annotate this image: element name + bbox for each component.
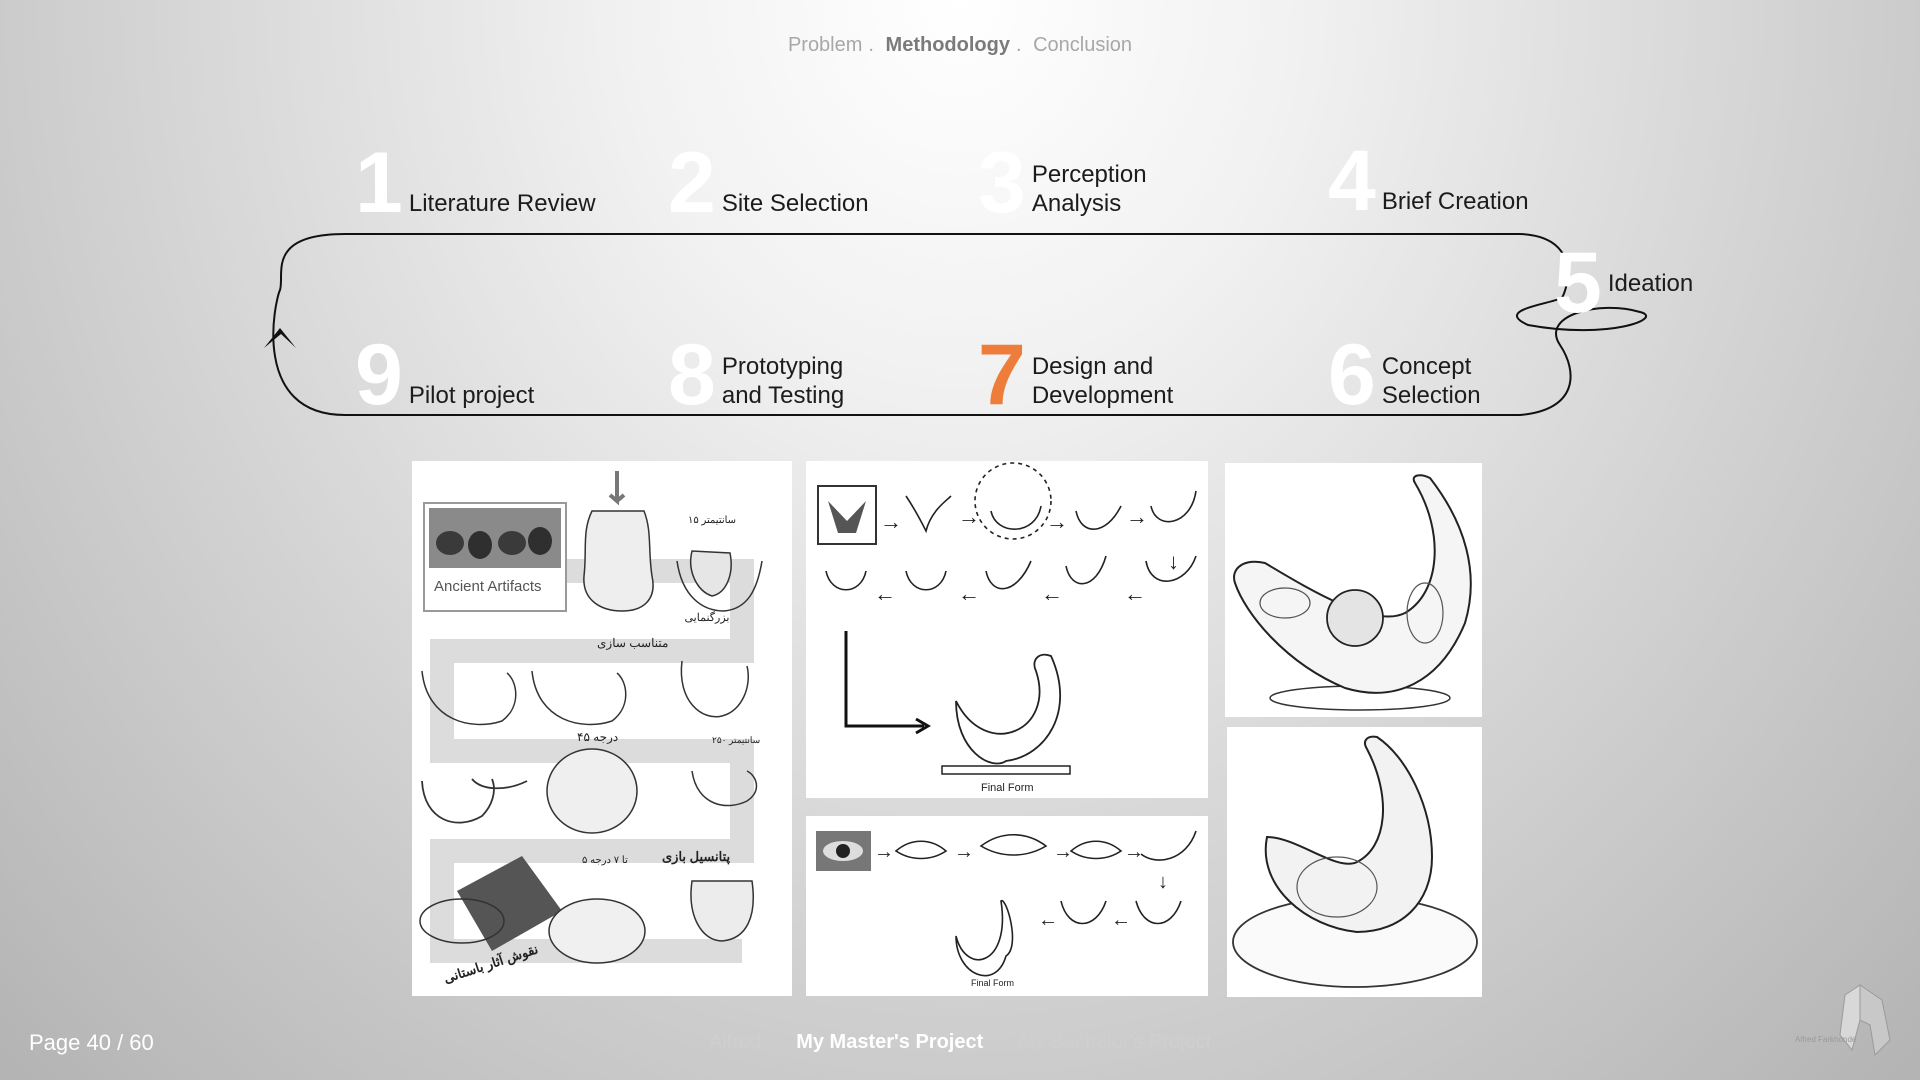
step-5: 5 Ideation <box>1554 235 1694 331</box>
bowl-sketch <box>546 748 638 834</box>
step-9: 9 Pilot project <box>355 327 535 423</box>
step-3: 3 Perception Analysis <box>978 135 1147 231</box>
fa-label-7: ۵ تا ۷ درجه <box>582 855 628 866</box>
evolution-row-bottom <box>825 555 1197 591</box>
step-number: 4 <box>1328 133 1376 229</box>
fa-label-6: پتانسیل بازی <box>662 849 731 865</box>
svg-text:→: → <box>958 504 980 529</box>
cycle-arrowhead-icon <box>264 328 296 348</box>
nav-problem[interactable]: Problem <box>787 34 863 56</box>
svg-text:→: → <box>874 841 894 863</box>
svg-text:→: → <box>1126 504 1148 529</box>
svg-text:→: → <box>1124 841 1144 863</box>
svg-text:→: → <box>1046 509 1068 534</box>
svg-text:←: ← <box>1038 909 1058 931</box>
nav-alfred[interactable]: Alfred <box>708 1031 762 1053</box>
step-number: 6 <box>1328 327 1376 423</box>
fa-label-4: ۲۵۰ سانتیمتر <box>712 735 760 746</box>
step-number: 5 <box>1554 235 1602 331</box>
svg-text:↓: ↓ <box>1168 549 1179 574</box>
step-label: Design and Development <box>1031 353 1174 409</box>
brand-logo[interactable]: Alfred Farkhonde <box>1790 980 1900 1060</box>
nav-separator: . <box>773 1031 779 1053</box>
top-navigation: Problem. Methodology. Conclusion <box>0 34 1920 57</box>
step-number: 9 <box>355 327 403 423</box>
vase-sketch <box>583 510 654 612</box>
bottom-navigation: Alfred. My Master's Project. My Bachelor… <box>0 1031 1920 1054</box>
eagle-emblem <box>817 485 877 545</box>
fa-label-3: متناسب سازی <box>597 636 668 650</box>
eye-evolution-row-top <box>894 830 1197 861</box>
step-label: Prototyping and Testing <box>721 353 845 409</box>
svg-text:→: → <box>880 509 902 534</box>
step-label: Pilot project <box>408 382 535 409</box>
svg-text:←: ← <box>874 581 896 606</box>
step-label: Perception Analysis <box>1031 161 1147 217</box>
step-label: Site Selection <box>721 190 869 217</box>
ornament-photo <box>457 856 562 951</box>
process-sketch: Ancient Artifacts ۱۵ سانتیمتر بزرگنمایی … <box>419 471 763 987</box>
step-label: Brief Creation <box>1381 188 1529 215</box>
eye-evolution-panel[interactable]: → → → → ← ← ↓ Final Form <box>806 816 1208 996</box>
process-sketch-panel[interactable]: Ancient Artifacts ۱۵ سانتیمتر بزرگنمایی … <box>412 461 792 996</box>
nav-methodology[interactable]: Methodology <box>885 34 1010 56</box>
final-form-caption: Final Form <box>971 978 1014 988</box>
eagle-icon <box>828 501 866 533</box>
svg-text:←: ← <box>958 581 980 606</box>
nav-separator: . <box>868 34 874 56</box>
nav-conclusion[interactable]: Conclusion <box>1033 34 1133 56</box>
lshape-arrow-icon <box>844 631 924 728</box>
svg-text:↓: ↓ <box>1158 871 1168 893</box>
nav-masters-project[interactable]: My Master's Project <box>796 1031 984 1053</box>
evolution-arrows: → → → → ← ← ← ← ↓ <box>874 504 1179 606</box>
step-number: 1 <box>355 135 403 231</box>
step-number-active: 7 <box>978 327 1026 423</box>
svg-text:←: ← <box>1041 581 1063 606</box>
evolution-row-top <box>905 462 1197 540</box>
eye-evolution-row-bottom <box>955 900 1182 977</box>
page-indicator: Page 40 / 60 <box>29 1030 154 1055</box>
form-evolution-sketch: → → → → ← ← ← ← ↓ Final Form <box>817 462 1197 794</box>
step-label: Literature Review <box>408 190 596 217</box>
step-6: 6 Concept Selection <box>1328 327 1481 423</box>
fa-label-2: بزرگنمایی <box>685 611 730 624</box>
final-form-caption: Final Form <box>981 782 1034 794</box>
nav-bachelors-project[interactable]: My Bachelor's Project <box>1018 1031 1212 1053</box>
methodology-cycle-loop <box>264 233 1648 416</box>
artifacts-label: Ancient Artifacts <box>434 578 542 595</box>
fa-label-1: ۱۵ سانتیمتر <box>688 515 736 526</box>
step-number: 2 <box>668 135 716 231</box>
sculpture-render-top[interactable] <box>1225 463 1482 717</box>
svg-text:←: ← <box>1111 909 1131 931</box>
nav-separator: . <box>995 1031 1001 1053</box>
sculpture-sketch-bottom <box>1232 735 1478 988</box>
nav-separator: . <box>1015 34 1022 56</box>
step-2: 2 Site Selection <box>668 135 869 231</box>
eye-evolution-sketch: → → → → ← ← ↓ Final Form <box>816 830 1197 988</box>
step-1: 1 Literature Review <box>355 135 596 231</box>
fa-label-5: ۴۵ درجه <box>577 730 618 744</box>
step-number: 8 <box>668 327 716 423</box>
step-8: 8 Prototyping and Testing <box>668 327 845 423</box>
sculpture-render-bottom[interactable] <box>1227 727 1482 997</box>
down-arrow-icon <box>608 471 626 506</box>
svg-text:→: → <box>954 841 974 863</box>
step-label: Concept Selection <box>1381 353 1481 409</box>
sculpture-sketch-top <box>1233 474 1472 711</box>
step-4: 4 Brief Creation <box>1328 133 1529 229</box>
eye-evolution-arrows: → → → → ← ← ↓ <box>874 841 1168 931</box>
cycle-loop-path <box>272 233 1648 416</box>
form-evolution-panel[interactable]: → → → → ← ← ← ← ↓ Final Form <box>806 461 1208 798</box>
final-form-sketch <box>955 653 1061 765</box>
svg-text:←: ← <box>1124 581 1146 606</box>
step-7: 7 Design and Development <box>978 327 1174 423</box>
step-number: 3 <box>978 135 1026 231</box>
step-label: Ideation <box>1607 270 1694 297</box>
svg-text:→: → <box>1053 841 1073 863</box>
logo-text: Alfred Farkhonde <box>1795 1035 1857 1044</box>
